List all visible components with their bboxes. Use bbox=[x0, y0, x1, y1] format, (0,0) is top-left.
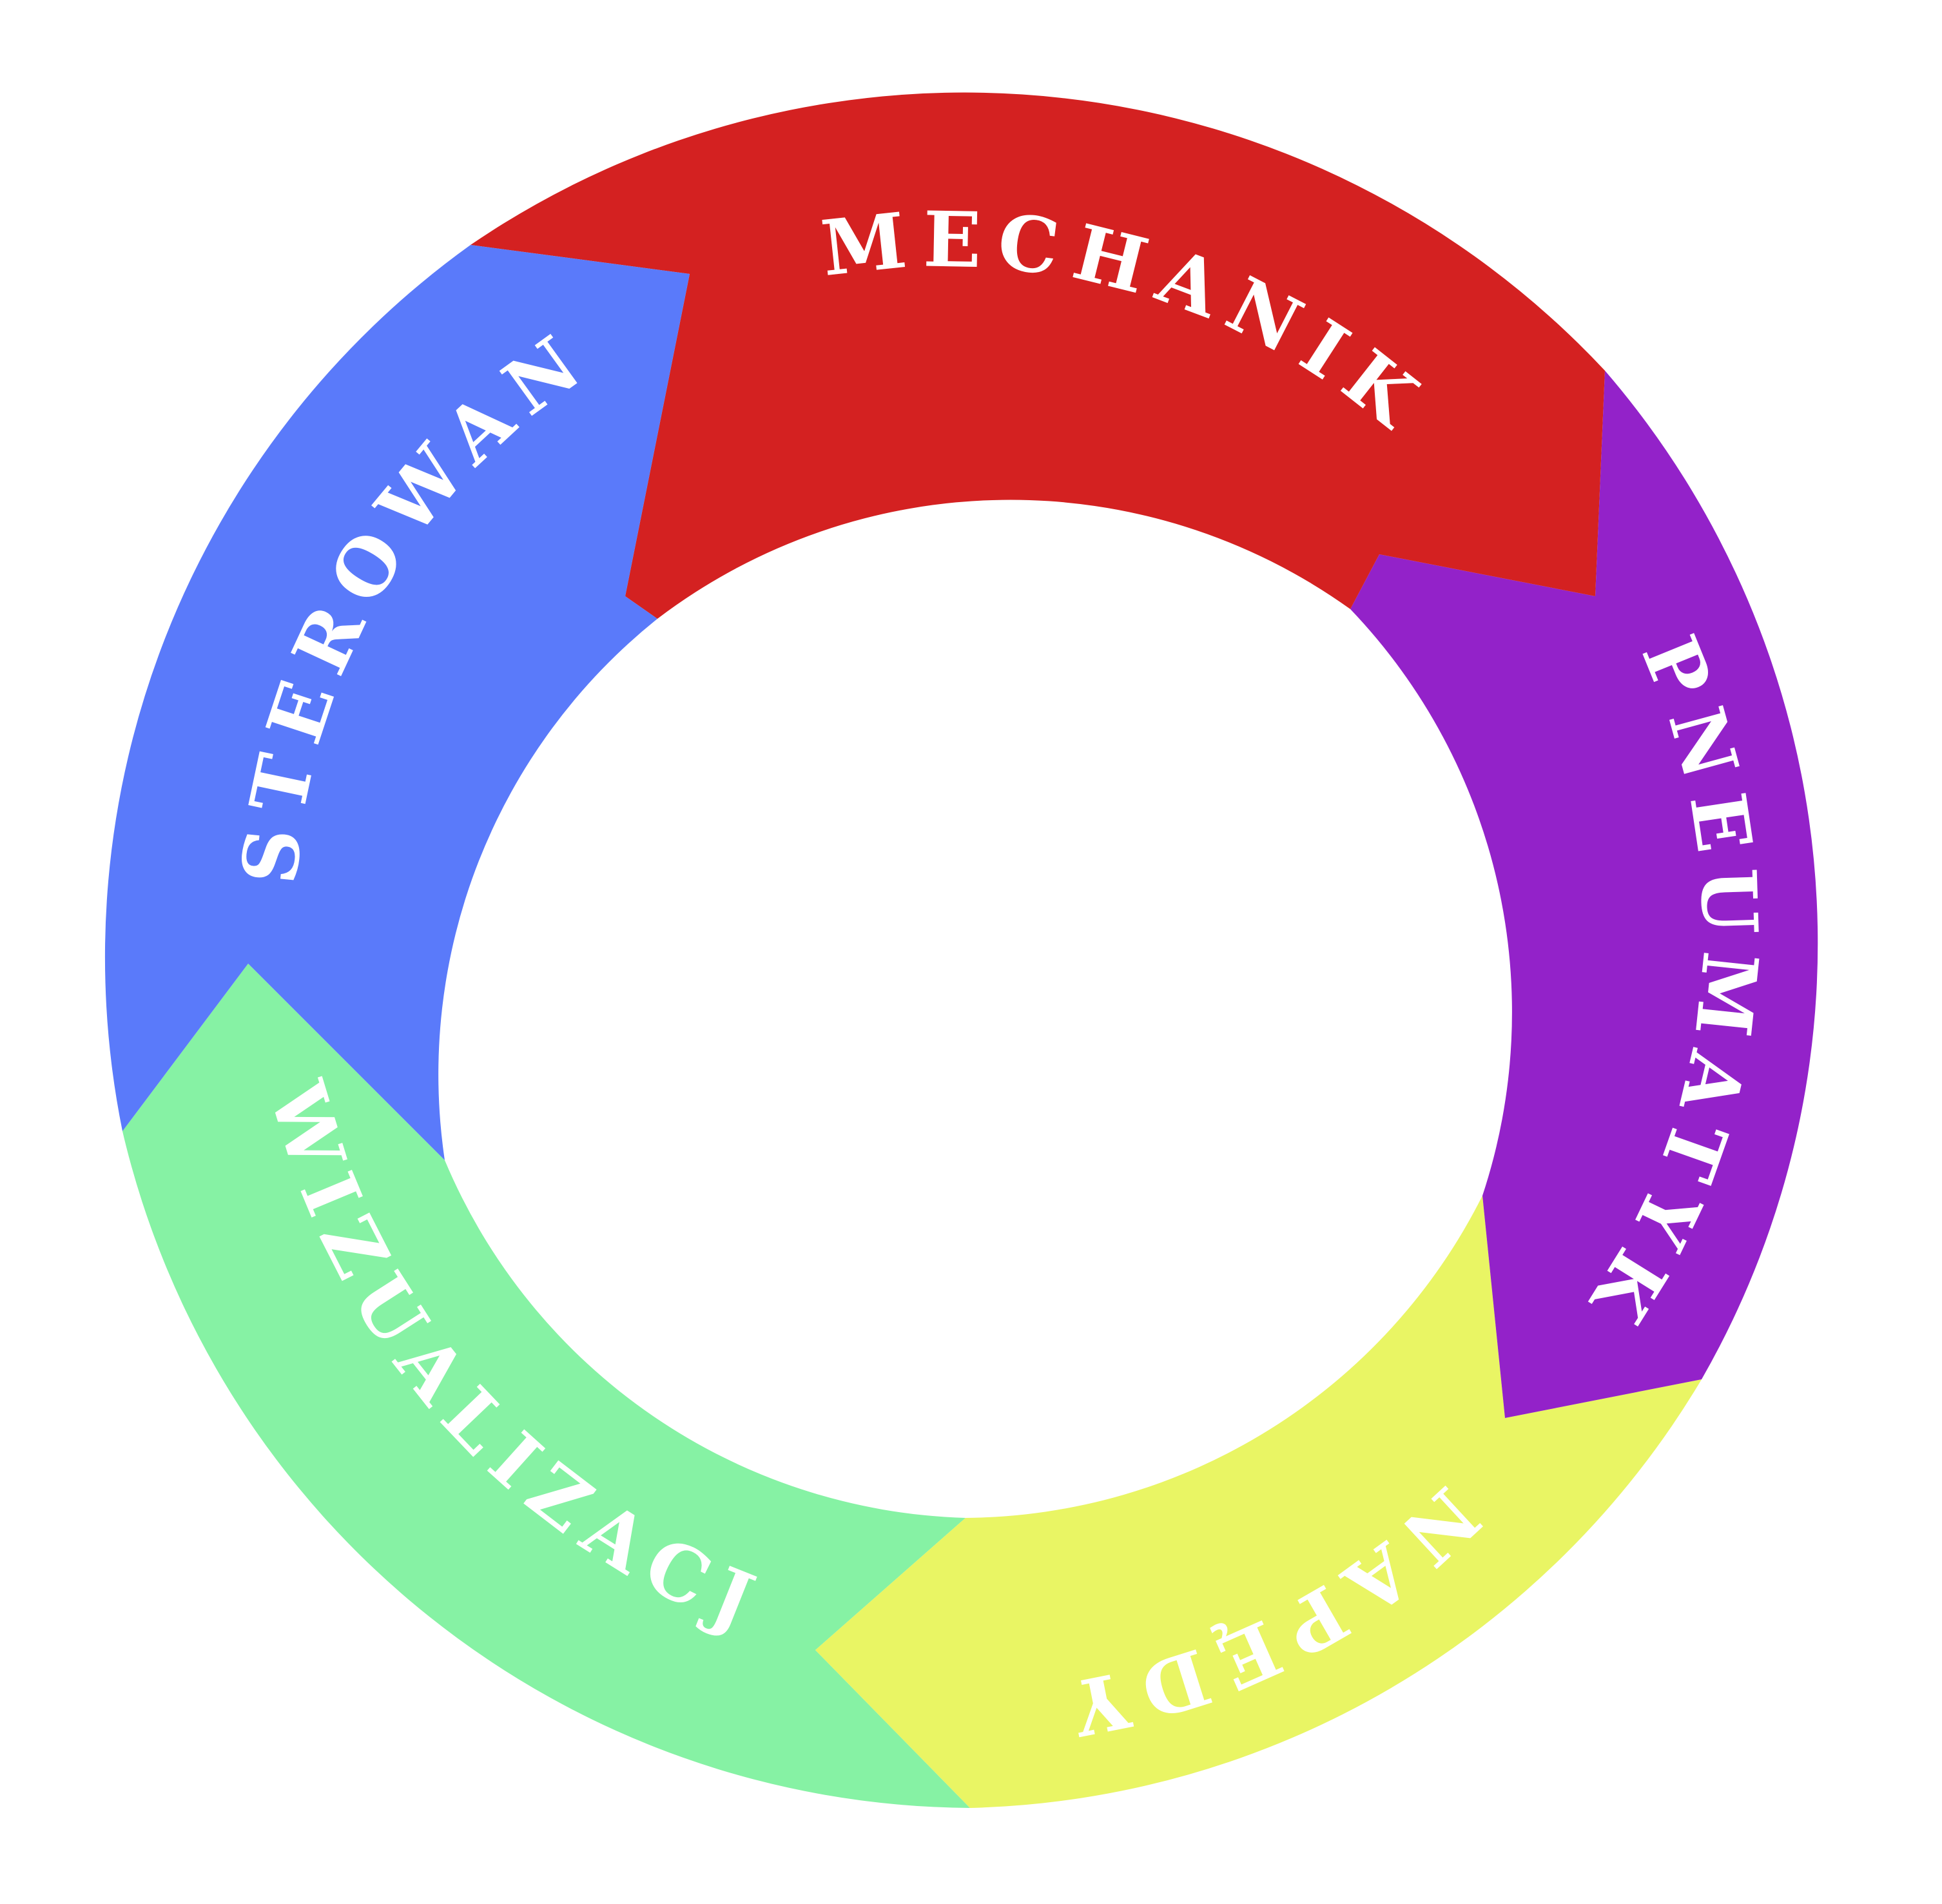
segment-sterowanie bbox=[104, 245, 690, 1160]
segment-pneumatyka bbox=[1350, 371, 1818, 1418]
segment-napedy bbox=[815, 1196, 1702, 1808]
segment-wizualizacja bbox=[122, 964, 970, 1808]
segment-mechanika bbox=[471, 92, 1605, 619]
